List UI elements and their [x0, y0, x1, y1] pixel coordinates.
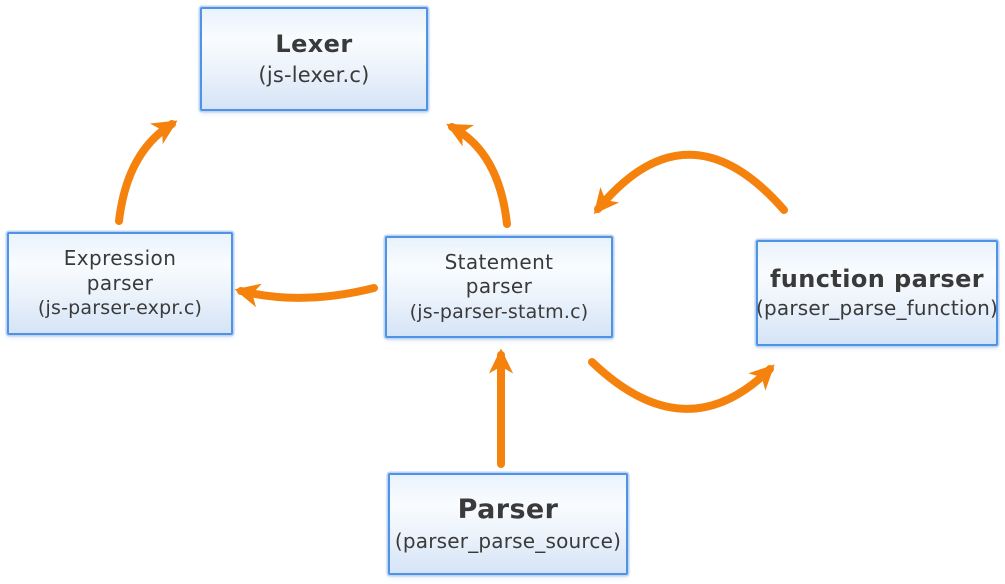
arrow-function-parser-to-statement-parser: [593, 150, 788, 215]
node-function-parser: function parser (parser_parse_function): [756, 240, 998, 346]
node-lexer: Lexer (js-lexer.c): [200, 7, 428, 111]
arrow-statement-parser-to-expression-parser: [234, 283, 378, 308]
node-statement-parser-title: Statement parser: [444, 249, 554, 299]
node-parser-subtitle: (parser_parse_source): [394, 528, 622, 553]
node-parser-title: Parser: [457, 494, 559, 526]
node-lexer-title: Lexer: [275, 30, 353, 59]
arrow-expression-parser-to-lexer: [115, 120, 178, 225]
arrow-statement-parser-to-lexer: [446, 123, 511, 228]
node-function-parser-subtitle: (parser_parse_function): [756, 296, 998, 321]
node-statement-parser-subtitle: (js-parser-statm.c): [409, 300, 589, 323]
node-expression-parser-title: Expression parser: [63, 246, 177, 295]
arrow-statement-parser-to-function-parser: [588, 358, 775, 413]
node-function-parser-title: function parser: [769, 264, 985, 293]
node-statement-parser: Statement parser (js-parser-statm.c): [385, 236, 613, 338]
node-expression-parser-subtitle: (js-parser-expr.c): [37, 297, 203, 320]
node-expression-parser: Expression parser (js-parser-expr.c): [7, 232, 233, 335]
node-parser: Parser (parser_parse_source): [388, 473, 628, 575]
node-lexer-subtitle: (js-lexer.c): [258, 62, 370, 87]
